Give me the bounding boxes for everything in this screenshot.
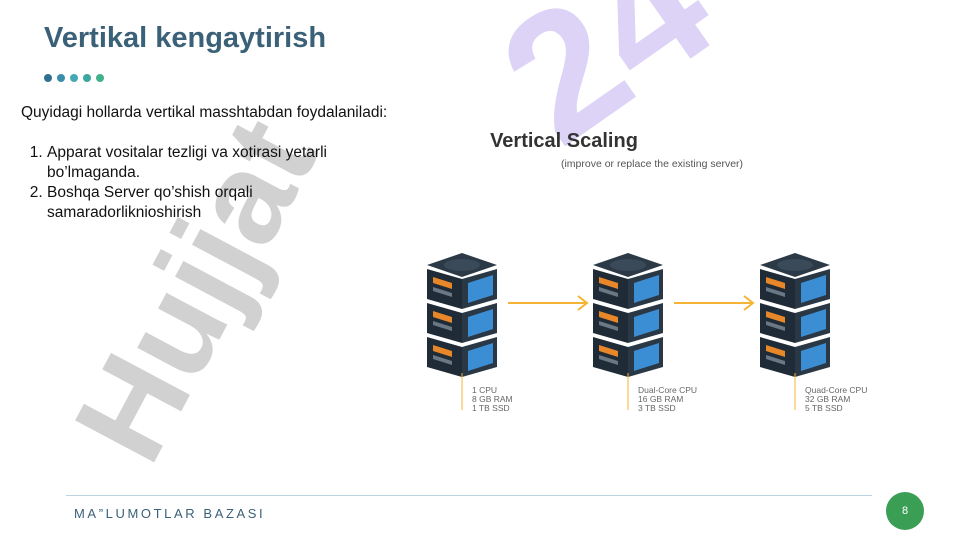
spec-cpu: Quad-Core CPU <box>805 385 867 395</box>
page-title: Vertikal kengaytirish <box>44 22 327 54</box>
decor-dot <box>70 74 78 82</box>
decor-dot <box>44 74 52 82</box>
spec-ram: 32 GB RAM <box>805 394 850 404</box>
server-icon <box>593 253 663 377</box>
decor-dot <box>96 74 104 82</box>
server-icon <box>427 253 497 377</box>
diagram-subtitle: (improve or replace the existing server) <box>561 158 743 170</box>
spec-ram: 16 GB RAM <box>638 394 683 404</box>
footer-label: MA”LUMOTLAR BAZASI <box>74 506 266 521</box>
spec-ram: 8 GB RAM <box>472 394 513 404</box>
decor-dot <box>57 74 65 82</box>
list-item: Boshqa Server qo’shish orqali samaradorl… <box>47 183 401 223</box>
list-item: Apparat vositalar tezligi va xotirasi ye… <box>47 143 401 183</box>
spec-cpu: 1 CPU <box>472 385 497 395</box>
reasons-list: Apparat vositalar tezligi va xotirasi ye… <box>21 143 401 223</box>
server-icon <box>760 253 830 377</box>
footer-divider <box>66 495 872 496</box>
page-number-badge: 8 <box>886 492 924 530</box>
spec-ssd: 1 TB SSD <box>472 403 510 413</box>
decor-dot <box>83 74 91 82</box>
vertical-scaling-diagram: Vertical Scaling (improve or replace the… <box>427 130 867 413</box>
spec-ssd: 3 TB SSD <box>638 403 676 413</box>
arrow-icon <box>508 295 589 311</box>
diagram-title: Vertical Scaling <box>490 130 638 152</box>
intro-text: Quyidagi hollarda vertikal masshtabdan f… <box>21 104 388 121</box>
server-specs: 1 CPU 8 GB RAM 1 TB SSD Dual-Core CPU 16… <box>461 373 867 413</box>
arrow-icon <box>674 295 755 311</box>
slide-body: Quyidagi hollarda vertikal masshtabdan f… <box>21 103 401 223</box>
spec-cpu: Dual-Core CPU <box>638 385 697 395</box>
spec-ssd: 5 TB SSD <box>805 403 843 413</box>
title-dots <box>44 74 104 82</box>
